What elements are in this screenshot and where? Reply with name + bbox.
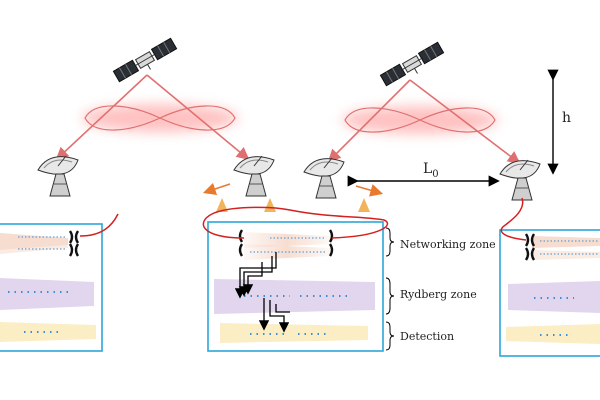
detection-band <box>220 323 368 343</box>
ground-station-dish-icon <box>37 155 79 197</box>
networking-zone-label: Networking zone <box>400 238 496 251</box>
node-module-center <box>202 206 389 352</box>
downlink-beam <box>409 79 521 164</box>
networking-band <box>532 236 600 248</box>
satellite-icon <box>112 37 178 83</box>
node-module-left <box>0 213 119 352</box>
networking-band <box>532 250 600 260</box>
satellite-right-group <box>327 41 521 164</box>
cavity-mirror-icon <box>238 229 334 257</box>
zone-labels: Networking zone Rydberg zone Detection <box>385 227 496 351</box>
height-indicator: h <box>547 69 571 175</box>
entangled-beam-loop <box>84 105 236 131</box>
downlink-beam <box>327 79 411 163</box>
rydberg-band <box>214 279 375 314</box>
networking-band <box>0 242 68 254</box>
separation-label: L0 <box>423 161 439 180</box>
optical-fiber <box>500 197 527 241</box>
cavity-mirror-icon <box>524 233 536 261</box>
zone-brace <box>385 227 395 257</box>
networking-band <box>244 232 330 248</box>
rydberg-zone-label: Rydberg zone <box>400 288 477 301</box>
zone-brace <box>385 321 395 351</box>
downlink-beam <box>55 74 148 161</box>
detection-band <box>0 322 96 342</box>
zone-brace <box>385 277 395 315</box>
optical-fiber <box>79 213 119 237</box>
satellite-left-group <box>55 37 250 161</box>
detection-label: Detection <box>400 330 454 343</box>
emission-indicators <box>202 182 384 212</box>
emission-arrow <box>202 182 231 196</box>
ground-station-dish-icon <box>499 159 541 201</box>
emission-cone <box>264 198 276 212</box>
separation-indicator: L0 <box>347 161 500 187</box>
satellite-icon <box>379 41 445 87</box>
optical-fiber <box>202 206 389 239</box>
height-label: h <box>562 110 571 126</box>
downlink-beam <box>146 74 250 161</box>
emission-arrow <box>355 184 384 197</box>
transfer-arrows <box>234 252 290 333</box>
cavity-mirror-icon <box>68 230 80 257</box>
emission-cone <box>216 198 228 212</box>
rydberg-band <box>0 278 94 310</box>
entangled-beam-loop <box>344 107 496 133</box>
ground-station-dish-icon <box>303 157 345 199</box>
networking-band <box>244 244 330 260</box>
node-module-right <box>499 197 600 357</box>
ground-station-dish-icon <box>233 155 275 197</box>
emission-cone <box>358 198 370 212</box>
